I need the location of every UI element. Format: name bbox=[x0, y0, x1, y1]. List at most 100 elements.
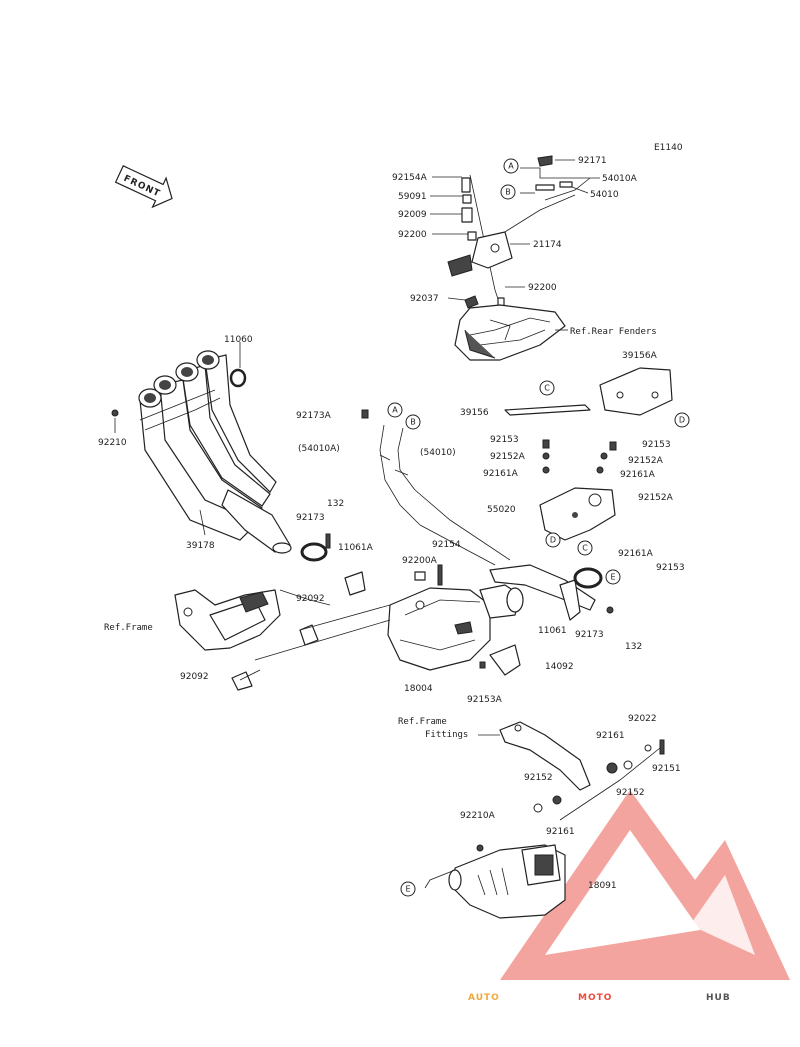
callout-E-mid: E bbox=[605, 569, 621, 585]
svg-text:B: B bbox=[505, 188, 511, 197]
frame-left bbox=[174, 589, 319, 691]
clip-92037 bbox=[464, 295, 479, 309]
label-92171: 92171 bbox=[578, 156, 607, 166]
label-39178: 39178 bbox=[186, 541, 215, 551]
label-21174: 21174 bbox=[533, 240, 562, 250]
label-92161-b: 92161 bbox=[546, 827, 575, 837]
label-55020: 55020 bbox=[487, 505, 516, 515]
gasket-11060 bbox=[229, 368, 247, 388]
callout-C-mid: C bbox=[577, 540, 593, 556]
front-arrow-icon: FRONT bbox=[114, 165, 173, 209]
frame-fittings-bracket bbox=[476, 721, 665, 852]
label-ref-frame-fittings-1: Ref.Frame bbox=[398, 717, 447, 727]
label-92152A-b: 92152A bbox=[628, 456, 664, 466]
label-14092: 14092 bbox=[545, 662, 574, 672]
callout-B-top: B bbox=[500, 184, 516, 200]
label-132-a: 132 bbox=[327, 499, 344, 509]
silencer-body-18004 bbox=[387, 564, 524, 676]
heat-guard-bracket-55020 bbox=[539, 439, 617, 541]
label-92153-a: 92153 bbox=[490, 435, 519, 445]
label-92173A: 92173A bbox=[296, 411, 332, 421]
label-54010A: 54010A bbox=[602, 174, 638, 184]
watermark-logo bbox=[500, 790, 790, 980]
svg-text:D: D bbox=[679, 416, 685, 425]
label-92161A-c: 92161A bbox=[618, 549, 654, 559]
label-92009: 92009 bbox=[398, 210, 427, 220]
collar-59091 bbox=[462, 194, 472, 204]
callout-D-top: D bbox=[674, 412, 690, 428]
header-leaders bbox=[114, 342, 241, 536]
nut-92210 bbox=[111, 409, 119, 417]
label-92173-a: 92173 bbox=[296, 513, 325, 523]
clamp-parts bbox=[300, 409, 369, 596]
label-92037: 92037 bbox=[410, 294, 439, 304]
label-92152A-a: 92152A bbox=[490, 452, 526, 462]
watermark-text-auto: AUTO bbox=[468, 993, 500, 1003]
label-92200A: 92200A bbox=[402, 556, 438, 566]
label-92200-top: 92200 bbox=[398, 230, 427, 240]
label-11061A: 11061A bbox=[338, 543, 374, 553]
valve-actuator-assembly bbox=[447, 155, 591, 361]
label-92153-b: 92153 bbox=[642, 440, 671, 450]
label-92161-a: 92161 bbox=[596, 731, 625, 741]
label-54010-paren: (54010) bbox=[420, 448, 456, 458]
top-leaders bbox=[430, 159, 600, 331]
callout-E-bottom: E bbox=[400, 881, 416, 897]
label-92153A: 92153A bbox=[467, 695, 503, 705]
heat-guard-39156 bbox=[504, 404, 591, 416]
label-39156A: 39156A bbox=[622, 351, 658, 361]
watermark-text-hub: HUB bbox=[706, 993, 731, 1003]
label-92210A: 92210A bbox=[460, 811, 496, 821]
callout-A-mid: A bbox=[387, 402, 403, 418]
label-54010: 54010 bbox=[590, 190, 619, 200]
label-92092-b: 92092 bbox=[180, 672, 209, 682]
label-92161A-b: 92161A bbox=[620, 470, 656, 480]
svg-text:A: A bbox=[508, 162, 514, 171]
heat-guard-39156A bbox=[599, 367, 673, 416]
label-ref-frame-fittings-2: Fittings bbox=[425, 730, 468, 740]
bolt-92154A bbox=[461, 177, 471, 193]
label-92210: 92210 bbox=[98, 438, 127, 448]
label-11060: 11060 bbox=[224, 335, 253, 345]
damper-92200 bbox=[467, 231, 477, 241]
connector-icon bbox=[447, 254, 473, 277]
label-92151: 92151 bbox=[652, 764, 681, 774]
label-18091: 18091 bbox=[588, 881, 617, 891]
muffler-18091 bbox=[424, 844, 566, 919]
label-132-b: 132 bbox=[625, 642, 642, 652]
label-ref-rear-fenders: Ref.Rear Fenders bbox=[570, 327, 657, 337]
watermark-wordmark: AUTO MOTO HUB bbox=[468, 993, 731, 1003]
callout-A-top: A bbox=[503, 158, 519, 174]
muffler-bracket bbox=[489, 564, 614, 621]
svg-text:D: D bbox=[550, 536, 556, 545]
label-92152-b: 92152 bbox=[616, 788, 645, 798]
svg-text:E: E bbox=[405, 885, 410, 894]
diagram-code: E1140 bbox=[654, 143, 683, 153]
valve-cables bbox=[379, 424, 421, 526]
label-92200-lower: 92200 bbox=[528, 283, 557, 293]
svg-text:A: A bbox=[392, 406, 398, 415]
callout-D-mid: D bbox=[545, 532, 561, 548]
label-92022: 92022 bbox=[628, 714, 657, 724]
routing-lines bbox=[239, 489, 511, 681]
label-92173-b: 92173 bbox=[575, 630, 604, 640]
label-39156: 39156 bbox=[460, 408, 489, 418]
label-92154A: 92154A bbox=[392, 173, 428, 183]
label-11061: 11061 bbox=[538, 626, 567, 636]
label-18004: 18004 bbox=[404, 684, 433, 694]
svg-text:B: B bbox=[410, 418, 416, 427]
callout-C-top: C bbox=[539, 380, 555, 396]
spring-92009 bbox=[461, 207, 473, 223]
svg-text:C: C bbox=[582, 544, 588, 553]
label-92152A-c: 92152A bbox=[638, 493, 674, 503]
callout-B-mid: B bbox=[405, 414, 421, 430]
svg-text:E: E bbox=[610, 573, 615, 582]
label-59091: 59091 bbox=[398, 192, 427, 202]
label-54010A-paren: (54010A) bbox=[298, 444, 340, 454]
label-92154: 92154 bbox=[432, 540, 461, 550]
label-92153-c: 92153 bbox=[656, 563, 685, 573]
label-92161A-a: 92161A bbox=[483, 469, 519, 479]
label-92152-a: 92152 bbox=[524, 773, 553, 783]
watermark-text-moto: MOTO bbox=[578, 993, 612, 1003]
